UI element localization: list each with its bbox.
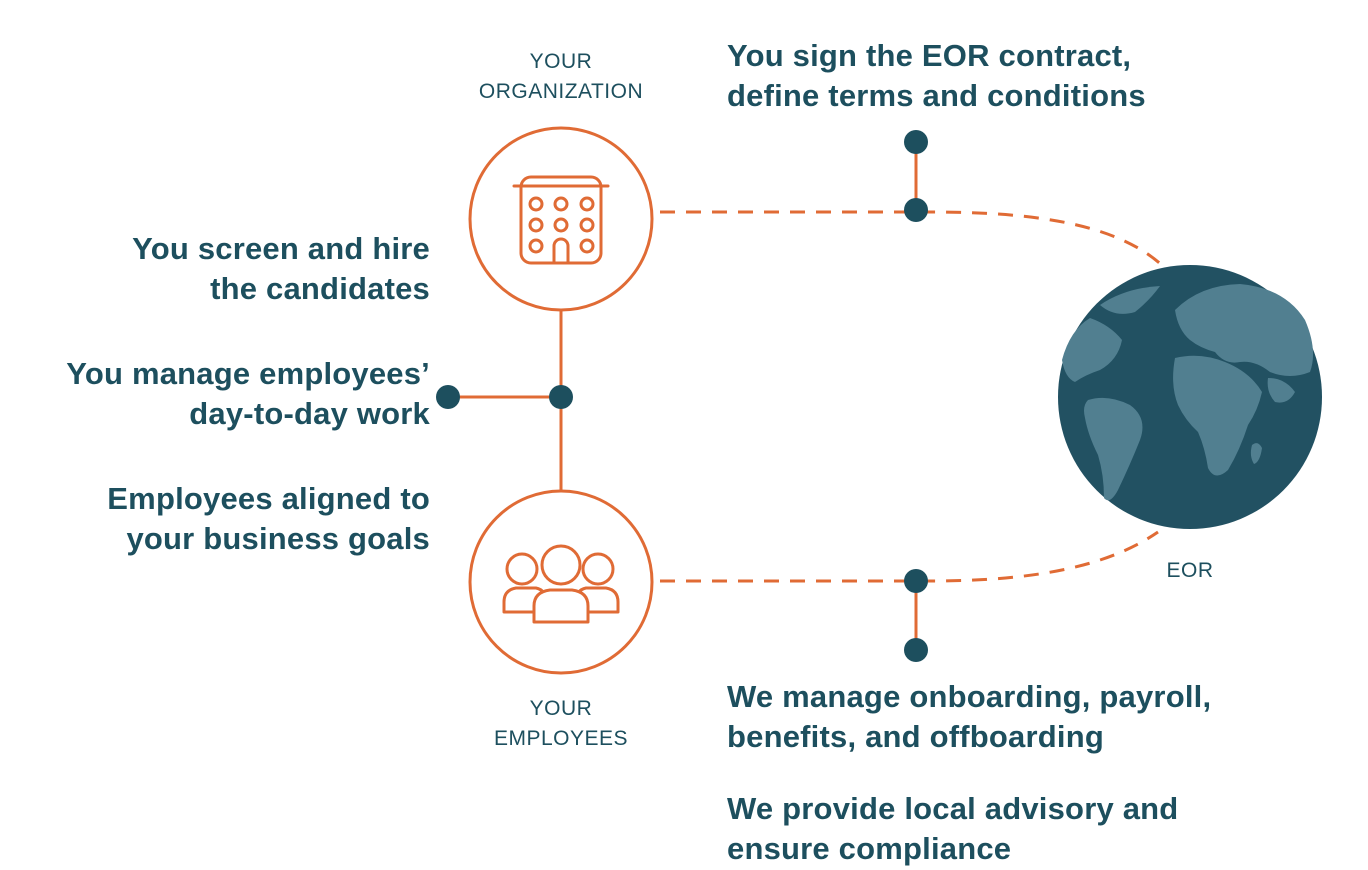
employees-label: YOUR EMPLOYEES [461, 694, 661, 754]
sign-contract-statement: You sign the EOR contract, define terms … [727, 36, 1287, 116]
employees-node [468, 489, 654, 675]
globe-icon [1058, 265, 1322, 529]
aligned-goals-statement: Employees aligned to your business goals [20, 479, 430, 559]
organization-label: YOUR ORGANIZATION [461, 47, 661, 107]
services-tick-path-dot [904, 569, 928, 593]
organization-node [468, 126, 654, 312]
eor-label: EOR [1166, 559, 1214, 582]
people-group-icon [502, 544, 620, 624]
services-tick-bottom-dot [904, 638, 928, 662]
screen-hire-statement: You screen and hire the candidates [20, 229, 430, 309]
manage-branch-junction-dot [549, 385, 573, 409]
screen-hire-line-1: You screen and hire [132, 231, 430, 266]
manage-work-line-2: day-to-day work [189, 396, 430, 431]
org-to-eor-dashed-path [660, 210, 1167, 270]
employees-label-line-1: YOUR [529, 697, 593, 720]
manage-branch-end-dot [436, 385, 460, 409]
local-advisory-line-2: ensure compliance [727, 831, 1012, 866]
aligned-goals-line-1: Employees aligned to [107, 481, 430, 516]
manage-onboarding-line-1: We manage onboarding, payroll, [727, 679, 1212, 714]
sign-contract-line-1: You sign the EOR contract, [727, 38, 1132, 73]
manage-work-statement: You manage employees’ day-to-day work [20, 354, 430, 434]
organization-label-line-2: ORGANIZATION [478, 80, 644, 103]
aligned-goals-line-2: your business goals [126, 521, 430, 556]
organization-label-line-1: YOUR [529, 50, 593, 73]
employees-to-eor-dashed-path [660, 530, 1159, 583]
screen-hire-line-2: the candidates [210, 271, 430, 306]
sign-contract-line-2: define terms and conditions [727, 78, 1146, 113]
manage-work-line-1: You manage employees’ [66, 356, 430, 391]
employees-label-line-2: EMPLOYEES [493, 727, 629, 750]
contract-tick-top-dot [904, 130, 928, 154]
building-icon [512, 175, 610, 265]
contract-tick-path-dot [904, 198, 928, 222]
manage-onboarding-statement: We manage onboarding, payroll, benefits,… [727, 677, 1347, 757]
manage-onboarding-line-2: benefits, and offboarding [727, 719, 1104, 754]
local-advisory-line-1: We provide local advisory and [727, 791, 1179, 826]
local-advisory-statement: We provide local advisory and ensure com… [727, 789, 1347, 869]
